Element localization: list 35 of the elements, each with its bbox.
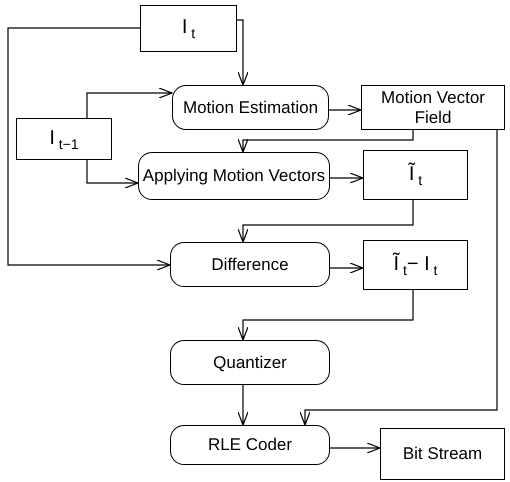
process-box	[170, 340, 330, 385]
arrow	[237, 385, 249, 426]
node-label: Ĩ $_{t}$	[408, 162, 422, 188]
arrow	[237, 130, 414, 153]
arrow	[329, 104, 362, 116]
node-label: I $_{t−1}$	[49, 126, 79, 152]
node-label: Motion Vector Field	[380, 88, 486, 128]
arrow	[7, 27, 171, 271]
data-box	[380, 428, 505, 480]
process-box	[138, 152, 330, 200]
arrow	[86, 87, 173, 118]
arrow	[330, 262, 364, 274]
arrow	[330, 172, 364, 184]
node-label: Quantizer	[213, 352, 287, 372]
process-box	[170, 242, 330, 287]
process-box	[170, 425, 330, 465]
arrow	[86, 160, 139, 189]
arrow	[237, 19, 249, 86]
arrow	[330, 442, 381, 454]
data-box	[140, 5, 237, 52]
node-label: Ĩ $_{t}$− I $_{t}$	[394, 252, 438, 278]
node-label: Motion Estimation	[182, 98, 318, 118]
arrow	[237, 200, 414, 243]
process-box	[172, 85, 329, 130]
arrow	[237, 290, 414, 341]
node-label: RLE Coder	[208, 435, 292, 455]
arrow	[299, 130, 498, 426]
node-label: Applying Motion Vectors	[142, 166, 326, 186]
data-box	[363, 240, 468, 290]
node-label: I $_{t}$	[182, 16, 196, 41]
data-box	[361, 85, 505, 130]
data-box	[363, 150, 468, 200]
node-label: Difference	[211, 254, 289, 274]
node-label: Bit Stream	[402, 444, 482, 464]
data-box	[16, 118, 112, 160]
